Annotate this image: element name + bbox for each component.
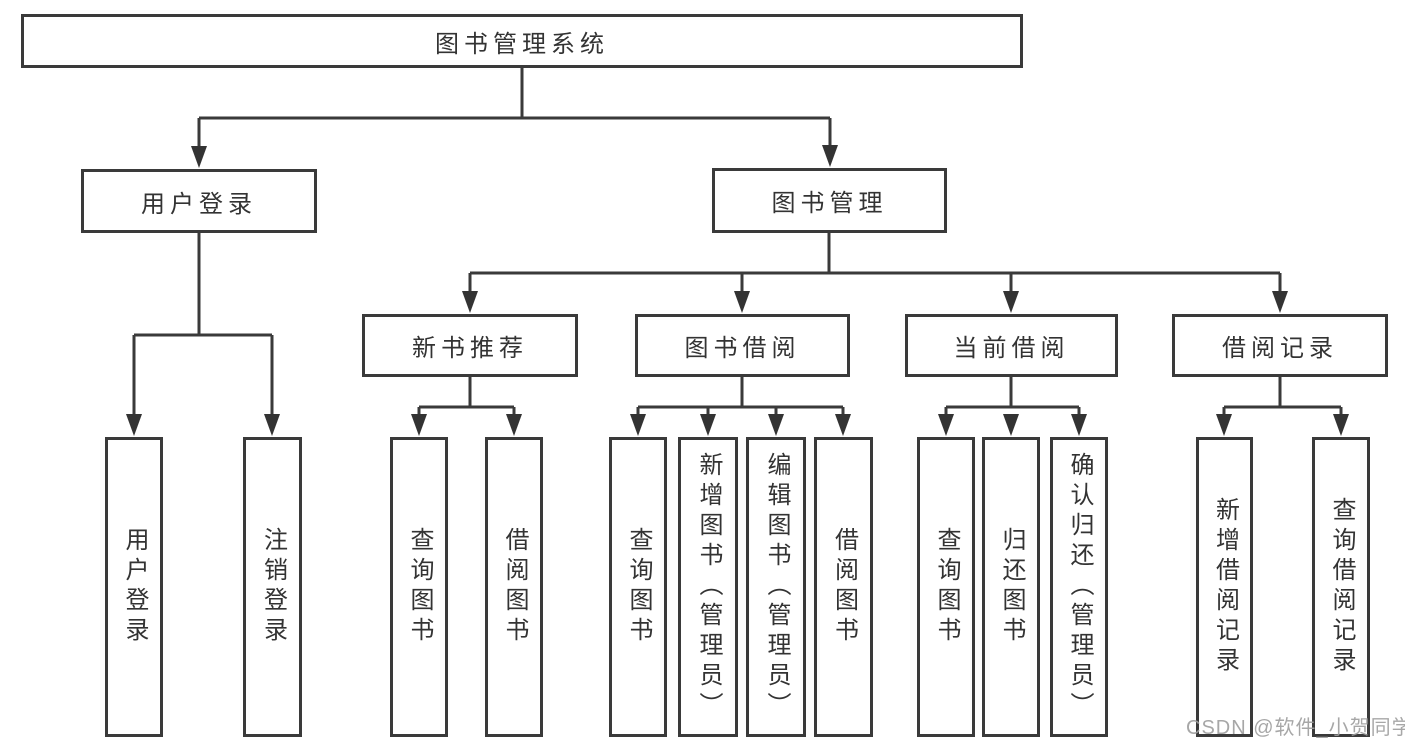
arrow-down-icon	[630, 414, 646, 436]
leaf-current-confirm-return-admin: 确认归还（管理员）	[1050, 437, 1108, 737]
arrow-down-icon	[734, 291, 750, 313]
csdn-watermark: CSDN @软件_小贺同学	[1186, 717, 1405, 739]
arrow-down-icon	[506, 414, 522, 436]
node-label: 图书管理系统	[435, 30, 609, 58]
node-current-borrowing: 当前借阅	[905, 314, 1118, 377]
arrow-down-icon	[462, 291, 478, 313]
node-label: 当前借阅	[953, 335, 1070, 362]
arrow-down-icon	[191, 146, 207, 168]
node-book-borrowing: 图书借阅	[635, 314, 850, 377]
node-label: 查询借阅记录	[1328, 497, 1355, 677]
leaf-current-query-books: 查询图书	[917, 437, 975, 737]
node-label: 新增图书（管理员）	[695, 452, 722, 722]
node-label: 借阅记录	[1222, 335, 1338, 362]
node-label: 新书推荐	[412, 335, 528, 362]
arrowheads	[126, 145, 1349, 436]
node-label: 借阅图书	[830, 527, 858, 647]
leaf-borrowing-add-books-admin: 新增图书（管理员）	[678, 437, 738, 737]
arrow-down-icon	[1272, 291, 1288, 313]
node-label: 编辑图书（管理员）	[763, 452, 790, 722]
node-label: 查询图书	[933, 527, 960, 647]
leaf-borrowing-borrow-books: 借阅图书	[814, 437, 873, 737]
node-label: 查询图书	[625, 527, 652, 647]
leaf-borrowing-query-books: 查询图书	[609, 437, 667, 737]
leaf-borrowing-edit-books-admin: 编辑图书（管理员）	[746, 437, 806, 737]
arrow-down-icon	[1071, 414, 1087, 436]
node-library-system: 图书管理系统	[21, 14, 1023, 68]
node-label: 借阅图书	[501, 527, 528, 647]
node-label: 归还图书	[998, 527, 1025, 647]
arrow-down-icon	[411, 414, 427, 436]
node-user-login: 用户登录	[81, 169, 317, 233]
node-borrow-records: 借阅记录	[1172, 314, 1388, 377]
connector-paths	[132, 68, 1343, 416]
node-label: 用户登录	[121, 527, 148, 647]
leaf-records-query-record: 查询借阅记录	[1312, 437, 1370, 737]
arrow-down-icon	[822, 145, 838, 167]
arrow-down-icon	[1216, 414, 1232, 436]
leaf-newbook-query-books: 查询图书	[390, 437, 448, 737]
node-label: 新增借阅记录	[1211, 497, 1239, 677]
arrow-down-icon	[700, 414, 716, 436]
arrow-down-icon	[1003, 414, 1019, 436]
arrow-down-icon	[126, 414, 142, 436]
node-label: 查询图书	[406, 527, 433, 647]
node-label: 用户登录	[141, 190, 257, 218]
arrow-down-icon	[835, 414, 851, 436]
arrow-down-icon	[264, 414, 280, 436]
leaf-user-login: 用户登录	[105, 437, 163, 737]
node-label: 图书管理	[771, 190, 888, 217]
leaf-newbook-borrow-books: 借阅图书	[485, 437, 543, 737]
arrow-down-icon	[1333, 414, 1349, 436]
node-label: 图书借阅	[684, 335, 801, 362]
leaf-records-add-record: 新增借阅记录	[1196, 437, 1253, 737]
leaf-current-return-books: 归还图书	[982, 437, 1040, 737]
node-label: 确认归还（管理员）	[1066, 452, 1093, 722]
node-label: 注销登录	[259, 527, 287, 647]
leaf-logout: 注销登录	[243, 437, 302, 737]
node-new-book-recommend: 新书推荐	[362, 314, 578, 377]
arrow-down-icon	[1003, 291, 1019, 313]
arrow-down-icon	[768, 414, 784, 436]
node-book-management: 图书管理	[712, 168, 947, 233]
arrow-down-icon	[938, 414, 954, 436]
